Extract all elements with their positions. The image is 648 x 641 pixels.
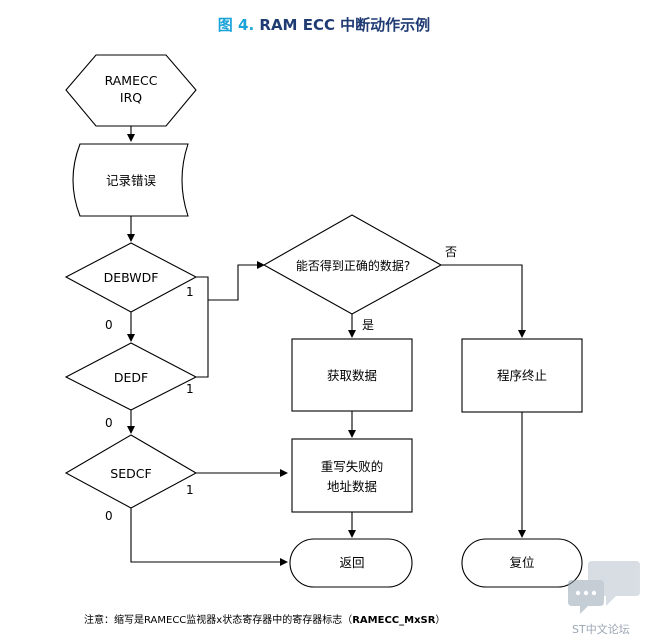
can-correct-label: 能否得到正确的数据?: [296, 258, 410, 273]
rewrite-line-2: 地址数据: [327, 479, 377, 494]
return-label: 返回: [339, 555, 364, 570]
label-debwdf-1: 1: [186, 285, 194, 299]
node-reset: 复位: [461, 538, 583, 588]
label-no: 否: [445, 245, 457, 259]
edge-no-terminate: [441, 264, 526, 338]
node-terminate: 程序终止: [461, 338, 583, 413]
chat-bubble-icon: [568, 561, 640, 614]
node-sedcf: SEDCF: [64, 434, 198, 509]
log-error-label: 记录错误: [106, 173, 157, 188]
node-return: 返回: [289, 538, 413, 588]
rewrite-line-1: 重写失败的: [321, 459, 384, 474]
footnote-code: RAMECC_MxSR: [352, 615, 436, 626]
node-get-data: 获取数据: [291, 338, 413, 412]
figure-caption: RAM ECC 中断动作示例: [259, 16, 431, 34]
dedf-label: DEDF: [114, 370, 148, 385]
edge-to-decision: [208, 261, 265, 301]
label-debwdf-0: 0: [105, 318, 113, 332]
start-line-1: RAMECC: [105, 73, 158, 88]
reset-label: 复位: [509, 555, 534, 570]
label-dedf-1: 1: [186, 382, 194, 396]
start-line-2: IRQ: [120, 90, 142, 105]
node-debwdf: DEBWDF: [64, 242, 198, 313]
footnote-prefix: 注意：缩写是RAMECC监视器x状态寄存器中的寄存器标志（: [84, 615, 353, 626]
figure-number: 图 4.: [217, 16, 255, 34]
node-start: RAMECC IRQ: [65, 54, 197, 127]
sedcf-label: SEDCF: [110, 466, 151, 481]
label-dedf-0: 0: [105, 416, 113, 430]
label-sedcf-1: 1: [186, 483, 194, 497]
watermark-text: ST中文论坛: [572, 623, 630, 636]
figure-title: 图 4. RAM ECC 中断动作示例: [0, 14, 648, 35]
edge-sedcf-return: [130, 508, 288, 566]
terminate-label: 程序终止: [497, 368, 547, 383]
get-data-label: 获取数据: [327, 368, 377, 383]
node-dedf: DEDF: [64, 342, 198, 411]
label-yes: 是: [362, 318, 374, 332]
debwdf-label: DEBWDF: [104, 270, 159, 285]
edge-debwdf-dedf-merge: [196, 276, 209, 378]
node-rewrite: 重写失败的 地址数据: [291, 438, 413, 513]
connectors: [127, 126, 526, 566]
footnote: 注意：缩写是RAMECC监视器x状态寄存器中的寄存器标志（RAMECC_MxSR…: [84, 611, 445, 626]
node-log-error: 记录错误: [72, 143, 189, 217]
footnote-suffix: ）: [435, 615, 446, 626]
label-sedcf-0: 0: [105, 509, 113, 523]
node-can-correct: 能否得到正确的数据?: [262, 214, 443, 315]
